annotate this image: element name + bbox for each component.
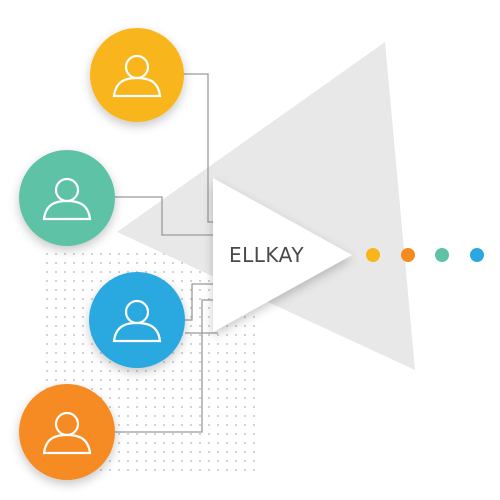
brand-arrow xyxy=(213,178,352,332)
person-icon xyxy=(42,177,92,221)
user-nodes xyxy=(19,28,185,480)
status-dot xyxy=(366,248,380,262)
status-dot xyxy=(470,248,484,262)
user-yellow xyxy=(90,28,184,122)
user-circle xyxy=(19,384,115,480)
status-dot xyxy=(435,248,449,262)
connector-blue-upper xyxy=(185,283,218,321)
person-icon xyxy=(42,411,92,455)
connector-teal xyxy=(115,196,218,236)
person-icon xyxy=(112,54,162,98)
user-circle xyxy=(89,272,185,368)
status-dot xyxy=(401,248,415,262)
user-orange xyxy=(19,384,115,480)
status-dots xyxy=(366,248,484,262)
background-triangle xyxy=(117,42,415,370)
brand-name: ELLKAY xyxy=(229,243,304,267)
user-circle xyxy=(90,28,184,122)
person-icon xyxy=(112,299,162,343)
connector-orange xyxy=(115,299,218,433)
user-teal xyxy=(19,150,115,246)
user-circle xyxy=(19,150,115,246)
user-blue xyxy=(89,272,185,368)
